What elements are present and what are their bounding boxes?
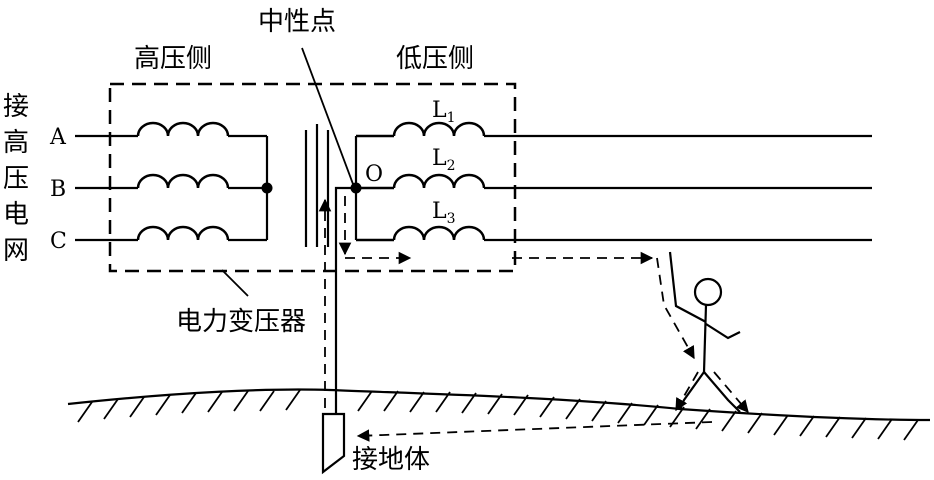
point-o-label: O: [365, 162, 383, 187]
person-torso: [702, 304, 708, 373]
transformer-label-leader: [221, 269, 249, 297]
grid-connection-char-3: 压: [3, 164, 29, 194]
winding-l3-label: L3: [432, 199, 456, 227]
transformer-enclosure: [108, 82, 517, 273]
ground-body-label: 接地体: [352, 445, 430, 475]
winding-l1-base: L: [432, 98, 447, 123]
person-raised-arm: [668, 251, 707, 323]
winding-l3-base: L: [432, 199, 447, 224]
person-left-leg: [678, 371, 705, 411]
low-voltage-side-label: 低压侧: [396, 44, 474, 74]
transformer-label: 电力变压器: [176, 307, 306, 337]
phase-b-label: B: [50, 177, 66, 202]
current-ground-return: [356, 421, 713, 442]
winding-l2-subscript: 2: [447, 158, 456, 174]
grid-connection-label: 接 高 压 电 网: [3, 92, 29, 266]
coil-c: [136, 225, 230, 241]
current-down-right-leg: [713, 371, 749, 413]
grounding-conductor: [334, 186, 356, 414]
winding-l1-label: L1: [432, 98, 456, 126]
transformer-core: [304, 124, 330, 247]
coil-b: [136, 173, 230, 189]
high-voltage-side-label: 高压侧: [134, 44, 212, 74]
winding-l3-subscript: 3: [447, 211, 456, 227]
winding-l1-subscript: 1: [447, 110, 456, 126]
coil-l2: [392, 173, 486, 189]
coil-l1: [392, 121, 486, 137]
coil-l3: [392, 225, 486, 241]
grid-connection-char-1: 接: [3, 92, 29, 122]
high-voltage-coils: [136, 121, 230, 241]
phase-input-lines: [75, 134, 138, 242]
ground-electrode: [321, 412, 346, 475]
current-down-left-leg: [675, 371, 699, 412]
person-lowered-arm: [705, 323, 741, 340]
person-right-leg: [703, 371, 741, 413]
neutral-point-label: 中性点: [258, 7, 336, 37]
neutral-point-leader: [301, 47, 354, 185]
person-figure: [668, 251, 741, 413]
winding-l2-label: L2: [432, 146, 456, 174]
winding-l2-base: L: [432, 146, 447, 171]
person-head: [693, 277, 723, 307]
phase-c-label: C: [50, 229, 67, 254]
fault-current-path: [318, 196, 749, 442]
phase-a-label: A: [49, 125, 67, 150]
coil-a: [136, 121, 230, 137]
high-voltage-star-node: [261, 182, 273, 194]
low-voltage-coils: [356, 121, 486, 242]
grid-connection-char-5: 网: [3, 236, 29, 266]
current-through-arm: [656, 257, 695, 360]
low-voltage-output-lines: [484, 134, 872, 242]
grid-connection-char-4: 电: [3, 200, 29, 230]
earth-surface: [67, 388, 931, 422]
high-voltage-star-connection: [228, 134, 269, 242]
grid-connection-char-2: 高: [3, 128, 29, 158]
earth-hatching: [77, 389, 919, 441]
